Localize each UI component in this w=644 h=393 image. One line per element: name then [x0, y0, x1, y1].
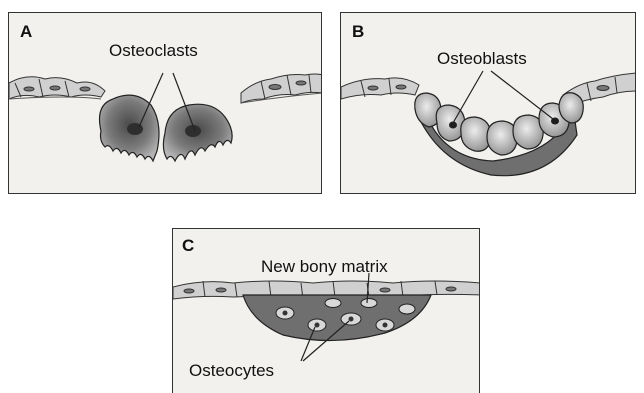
osteoclasts-label: Osteoclasts [109, 41, 198, 61]
panel-c-osteocytes: C New bony matrix Osteocytes [172, 228, 480, 393]
new-bony-matrix-label: New bony matrix [261, 257, 388, 277]
panel-a-osteoclasts: A Osteoclasts [8, 12, 322, 194]
panel-letter: C [182, 236, 194, 256]
panel-letter: A [20, 22, 32, 42]
panel-letter: B [352, 22, 364, 42]
osteoblast-illustration [341, 13, 636, 194]
lining-cells-left [341, 78, 419, 99]
osteoblasts-label: Osteoblasts [437, 49, 527, 69]
osteocytes-label: Osteocytes [189, 361, 274, 381]
lining-cells-right [241, 74, 322, 103]
panel-b-osteoblasts: B Osteoblasts [340, 12, 636, 194]
lining-cells-left [9, 77, 105, 99]
